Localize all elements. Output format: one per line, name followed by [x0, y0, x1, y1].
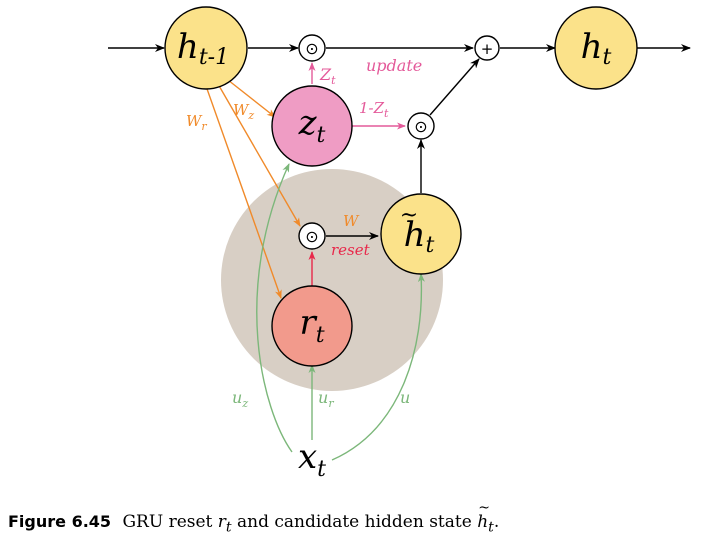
- svg-text:xt: xt: [298, 437, 326, 482]
- svg-text:zt: zt: [298, 103, 326, 148]
- node-r-t: rt: [271, 285, 353, 367]
- label-W-r: Wr: [186, 112, 207, 133]
- svg-text:+: +: [481, 40, 494, 58]
- caption-r-symbol: r: [217, 512, 226, 532]
- node-h-tilde: ht ~: [380, 193, 462, 275]
- add-operator: +: [474, 35, 500, 61]
- label-W-z: Wz: [233, 101, 254, 122]
- mult-operator-reset: ⊙: [298, 222, 326, 250]
- caption-h-sub: t: [488, 519, 494, 536]
- caption-text-mid: and candidate hidden state: [237, 512, 472, 532]
- label-u-z: uz: [232, 388, 248, 410]
- node-z-t: zt: [271, 85, 353, 167]
- svg-text:rt: rt: [299, 303, 324, 348]
- svg-text:ht: ht: [404, 215, 435, 258]
- svg-text:⊙: ⊙: [305, 39, 318, 58]
- caption-r-sub: t: [225, 519, 232, 536]
- mult-operator-right: ⊙: [407, 112, 435, 140]
- label-update: update: [366, 56, 422, 75]
- caption-h-tilde-symbol: ~h: [477, 500, 490, 532]
- figure-caption: Figure 6.45 GRU reset rt and candidate h…: [8, 500, 500, 536]
- h-prev-to-z-arrow: [227, 79, 276, 118]
- node-h-prev: ht-1: [164, 6, 248, 90]
- gru-diagram: ⊙ + ⊙ ⊙ ht-1 ht zt ht ~: [108, 6, 691, 482]
- svg-text:⊙: ⊙: [414, 117, 427, 136]
- caption-text-before: GRU reset: [122, 512, 213, 532]
- figure-number: Figure 6.45: [8, 512, 112, 531]
- label-reset: reset: [331, 241, 371, 259]
- svg-text:⊙: ⊙: [305, 227, 318, 246]
- h-prev-to-r-arrow: [205, 85, 282, 299]
- svg-text:ht: ht: [581, 27, 612, 70]
- h-prev-to-mult-reset-arrow: [217, 83, 301, 227]
- x-to-z-arrow: [256, 163, 293, 453]
- svg-text:~: ~: [400, 203, 418, 228]
- caption-text-end: .: [493, 512, 500, 532]
- node-x-t: xt: [298, 437, 326, 482]
- mult-operator-top: ⊙: [298, 34, 326, 62]
- label-Z-t: Zt: [319, 65, 336, 87]
- label-W: W: [343, 212, 360, 230]
- x-to-h-tilde-arrow: [331, 273, 425, 461]
- label-one-minus-Z: 1-Zt: [359, 99, 389, 120]
- label-u: u: [400, 388, 410, 407]
- node-h-t: ht: [554, 6, 638, 90]
- label-u-r: ur: [318, 388, 334, 410]
- mult-right-to-add: [429, 58, 480, 116]
- svg-text:ht-1: ht-1: [177, 27, 229, 70]
